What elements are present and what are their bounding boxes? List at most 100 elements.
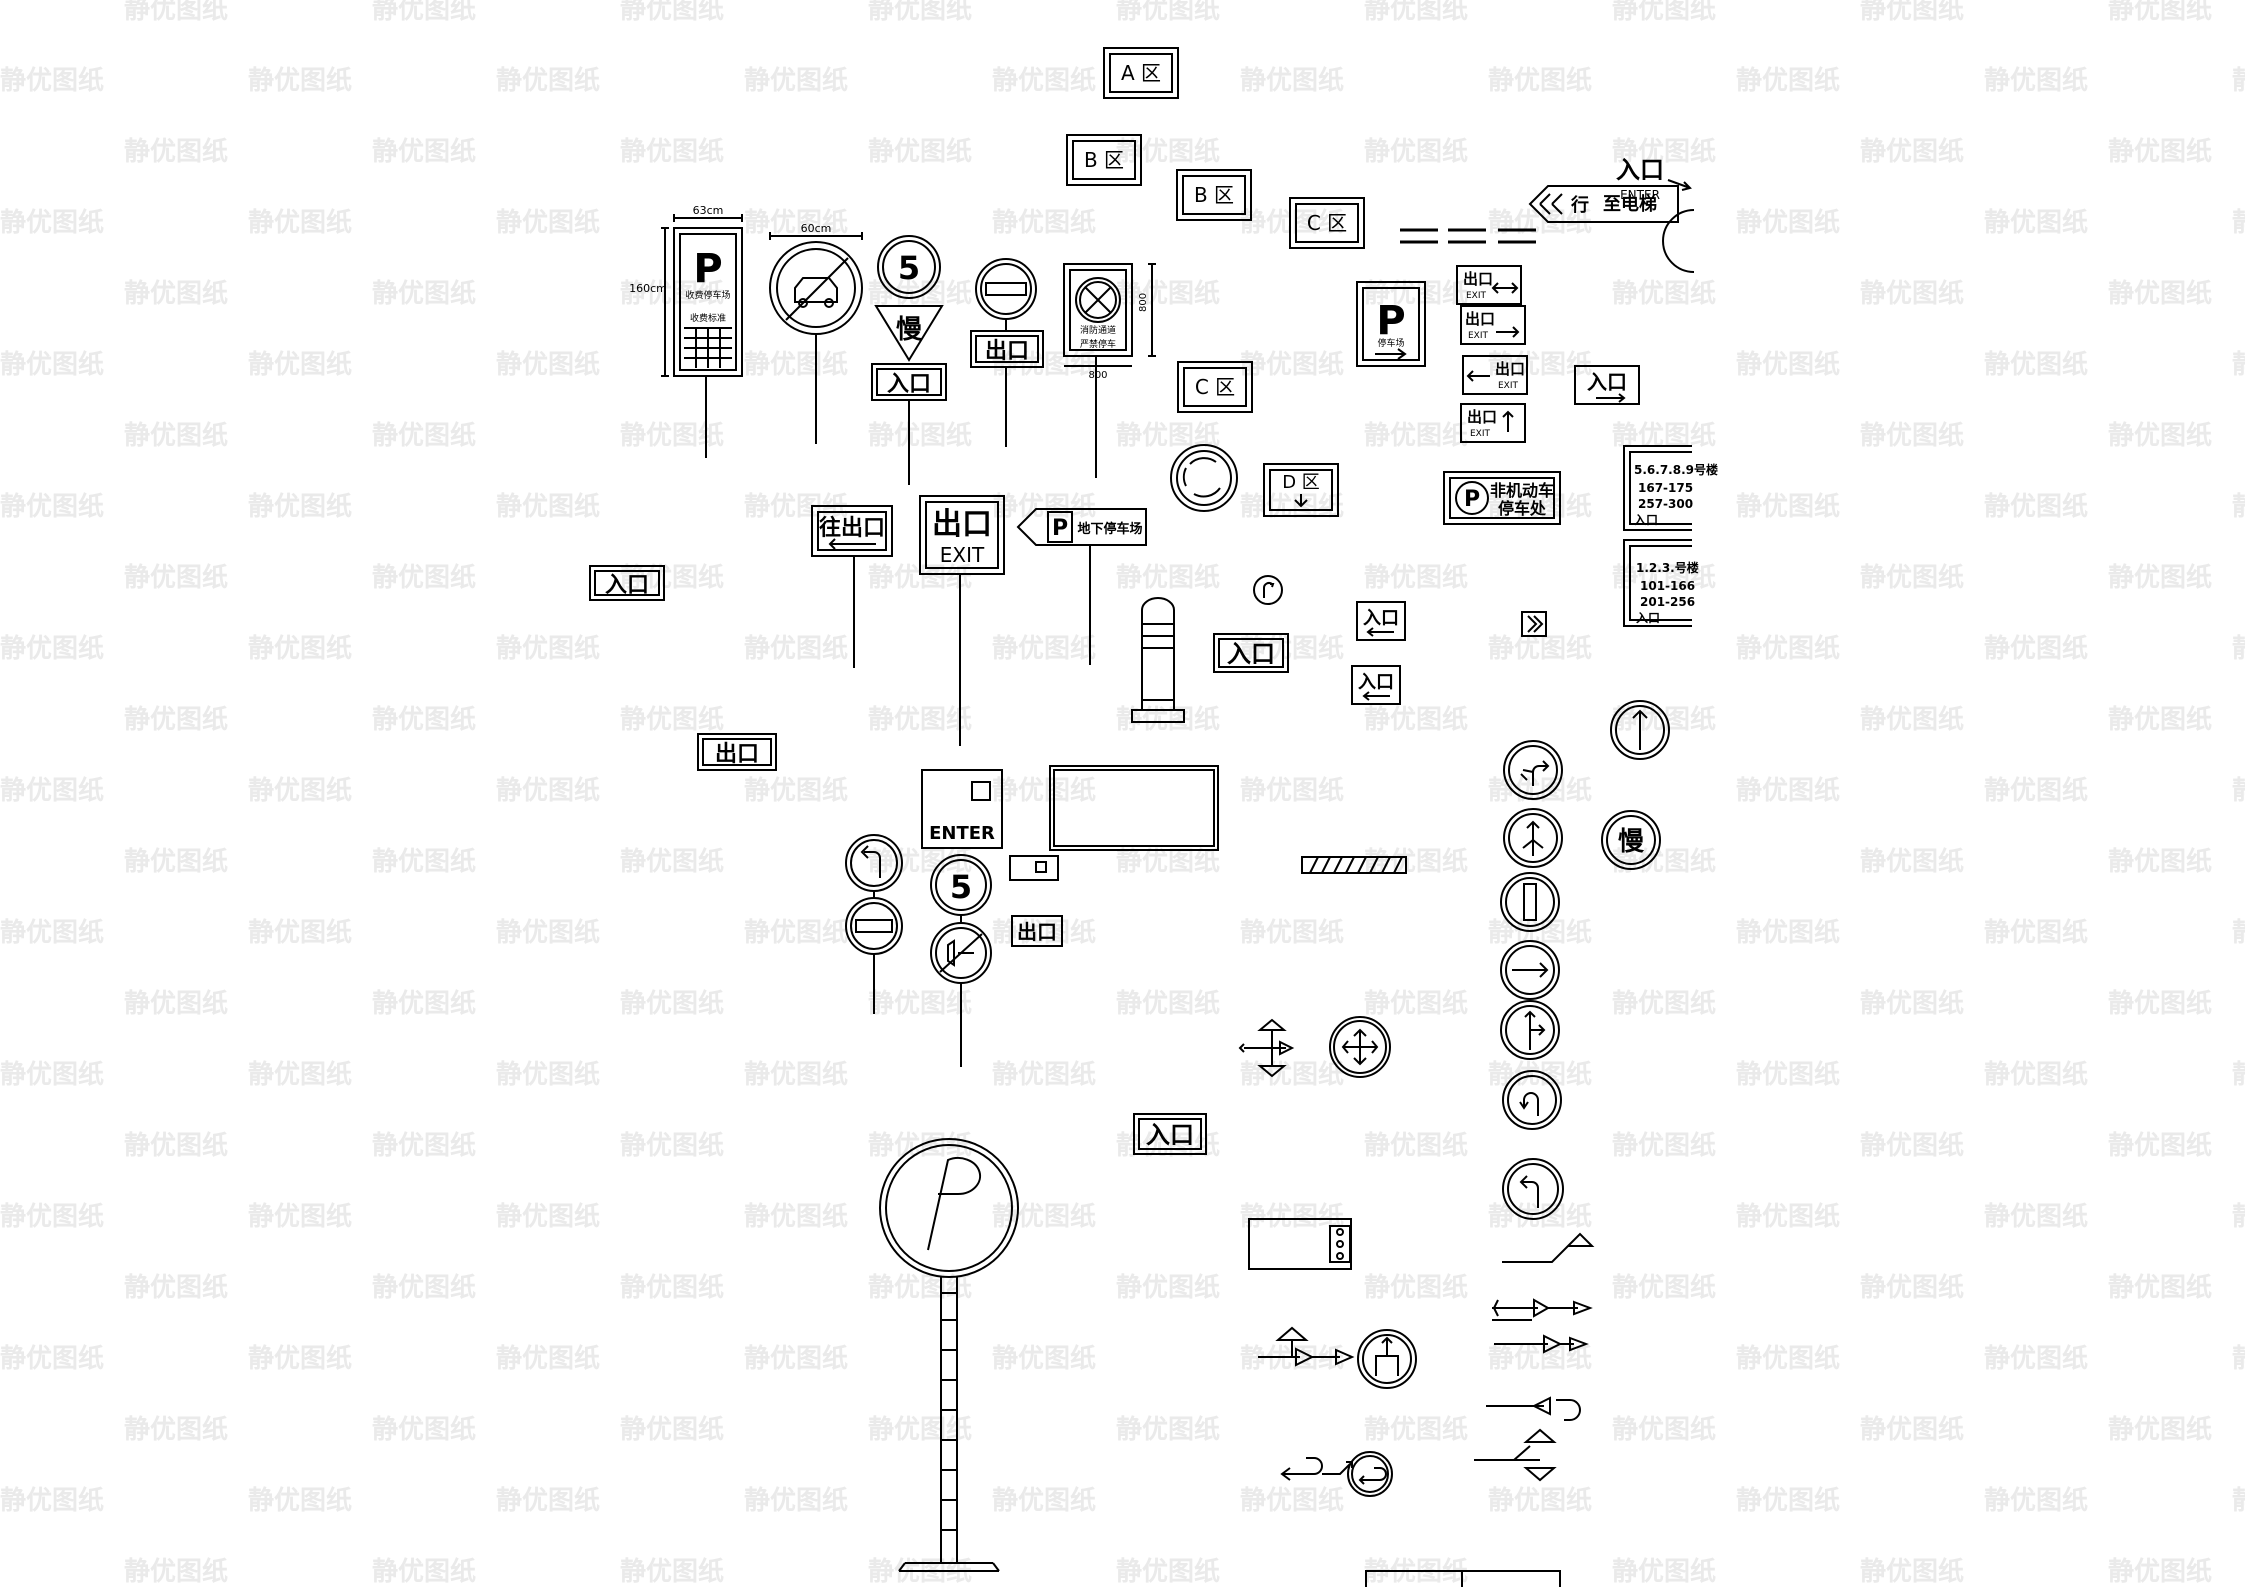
watermark-text: 静优图纸	[1116, 562, 1220, 593]
watermark-text: 静优图纸	[1240, 775, 1344, 806]
watermark-text: 静优图纸	[1488, 1201, 1592, 1232]
entrance-sign-mid-1: 入口	[1213, 633, 1289, 673]
watermark-text: 静优图纸	[2108, 704, 2212, 735]
watermark-text: 静优图纸	[1736, 633, 1840, 664]
watermark-text: 静优图纸	[1984, 1485, 2088, 1516]
watermark-text: 静优图纸	[372, 278, 476, 309]
watermark-text: 静优图纸	[1984, 917, 2088, 948]
watermark-text: 静优图纸	[1364, 1272, 1468, 1303]
lane-arrow-uturn-2	[1486, 1396, 1581, 1421]
svg-text:EXIT: EXIT	[1466, 291, 1487, 301]
svg-text:P: P	[693, 246, 722, 292]
zone-sign-b-2: B 区	[1176, 169, 1252, 221]
watermark-text: 静优图纸	[2108, 1130, 2212, 1161]
watermark-text: 静优图纸	[620, 1130, 724, 1161]
watermark-text: 静优图纸	[124, 846, 228, 877]
watermark-text: 静优图纸	[2108, 846, 2212, 877]
watermark-text: 静优图纸	[0, 65, 104, 96]
watermark-text: 静优图纸	[620, 278, 724, 309]
watermark-text: 静优图纸	[992, 1201, 1096, 1232]
svg-text:257-300: 257-300	[1638, 497, 1693, 511]
circle-no-entry-vertical	[1500, 872, 1560, 932]
watermark-text: 静优图纸	[2108, 278, 2212, 309]
speed-no-horn-pole: 5	[930, 854, 992, 1067]
watermark-text: 静优图纸	[1364, 846, 1468, 877]
watermark-text: 静优图纸	[1364, 420, 1468, 451]
svg-text:地下停车场: 地下停车场	[1077, 521, 1142, 537]
watermark-text: 静优图纸	[1240, 1485, 1344, 1516]
watermark-text: 静优图纸	[1736, 1485, 1840, 1516]
svg-text:出口: 出口	[985, 339, 1029, 364]
watermark-text: 静优图纸	[2232, 207, 2245, 238]
watermark-text: 静优图纸	[1116, 846, 1220, 877]
small-box-sign	[1009, 855, 1059, 881]
watermark-text: 静优图纸	[1240, 207, 1344, 238]
watermark-text: 静优图纸	[1488, 1485, 1592, 1516]
watermark-text: 静优图纸	[1364, 1414, 1468, 1445]
svg-text:EXIT: EXIT	[1470, 429, 1491, 439]
watermark-text: 静优图纸	[1488, 775, 1592, 806]
watermark-text: 静优图纸	[744, 65, 848, 96]
svg-text:出口: 出口	[1017, 920, 1057, 944]
watermark-text: 静优图纸	[1240, 491, 1344, 522]
watermark-text: 静优图纸	[620, 420, 724, 451]
svg-text:EXIT: EXIT	[1498, 381, 1519, 391]
watermark-text: 静优图纸	[620, 846, 724, 877]
watermark-text: 静优图纸	[1364, 562, 1468, 593]
watermark-text: 静优图纸	[992, 65, 1096, 96]
watermark-text: 静优图纸	[744, 207, 848, 238]
watermark-text: 静优图纸	[1984, 633, 2088, 664]
svg-text:行: 行	[1570, 194, 1589, 216]
building-info-sign-1: 5.6.7.8.9号楼 167-175 257-300 入口	[1623, 445, 1718, 531]
speed-limit-slow-sign: 5 慢 入口	[871, 235, 947, 485]
watermark-text: 静优图纸	[372, 988, 476, 1019]
watermark-text: 静优图纸	[496, 349, 600, 380]
watermark-text: 静优图纸	[2108, 1414, 2212, 1445]
no-entry-exit-sign: 出口	[970, 258, 1044, 447]
watermark-text: 静优图纸	[1736, 917, 1840, 948]
svg-text:入口: 入口	[605, 573, 649, 598]
watermark-text: 静优图纸	[124, 420, 228, 451]
watermark-text: 静优图纸	[0, 349, 104, 380]
watermark-text: 静优图纸	[1488, 491, 1592, 522]
watermark-text: 静优图纸	[1364, 988, 1468, 1019]
watermark-text: 静优图纸	[620, 562, 724, 593]
watermark-text: 静优图纸	[2108, 0, 2212, 25]
watermark-text: 静优图纸	[248, 65, 352, 96]
watermark-text: 静优图纸	[744, 633, 848, 664]
non-motor-parking-sign: P 非机动车 停车处	[1443, 471, 1561, 525]
watermark-text: 静优图纸	[868, 420, 972, 451]
watermark-text: 静优图纸	[2232, 1485, 2245, 1516]
svg-text:101-166: 101-166	[1640, 579, 1695, 593]
underground-parking-sign: P 地下停车场	[1016, 508, 1147, 665]
watermark-text: 静优图纸	[1860, 988, 1964, 1019]
svg-text:消防通道: 消防通道	[1080, 324, 1116, 336]
watermark-text: 静优图纸	[620, 1556, 724, 1587]
watermark-text: 静优图纸	[1736, 1343, 1840, 1374]
watermark-text: 静优图纸	[868, 988, 972, 1019]
circle-right-arrow	[1500, 940, 1560, 1000]
watermark-text: 静优图纸	[744, 1485, 848, 1516]
watermark-text: 静优图纸	[1488, 633, 1592, 664]
watermark-text: 静优图纸	[744, 1059, 848, 1090]
svg-text:往出口: 往出口	[819, 515, 885, 541]
watermark-text: 静优图纸	[248, 1059, 352, 1090]
svg-text:160cm: 160cm	[629, 282, 667, 295]
roundabout-sign	[1170, 444, 1238, 512]
watermark-text: 静优图纸	[1364, 0, 1468, 25]
watermark-text: 静优图纸	[1240, 65, 1344, 96]
watermark-text: 静优图纸	[496, 65, 600, 96]
watermark-text: 静优图纸	[1984, 349, 2088, 380]
watermark-text: 静优图纸	[124, 988, 228, 1019]
watermark-text: 静优图纸	[1116, 420, 1220, 451]
watermark-text: 静优图纸	[1116, 1556, 1220, 1587]
watermark-text: 静优图纸	[124, 136, 228, 167]
parking-sign: P 停车场	[1356, 281, 1426, 367]
watermark-text: 静优图纸	[1116, 1272, 1220, 1303]
watermark-text: 静优图纸	[992, 207, 1096, 238]
zone-sign-a: A 区	[1103, 47, 1179, 99]
lane-arrow-uturn-1	[1280, 1457, 1353, 1481]
watermark-text: 静优图纸	[1860, 846, 1964, 877]
watermark-text: 静优图纸	[372, 846, 476, 877]
watermark-text: 静优图纸	[1860, 1130, 1964, 1161]
